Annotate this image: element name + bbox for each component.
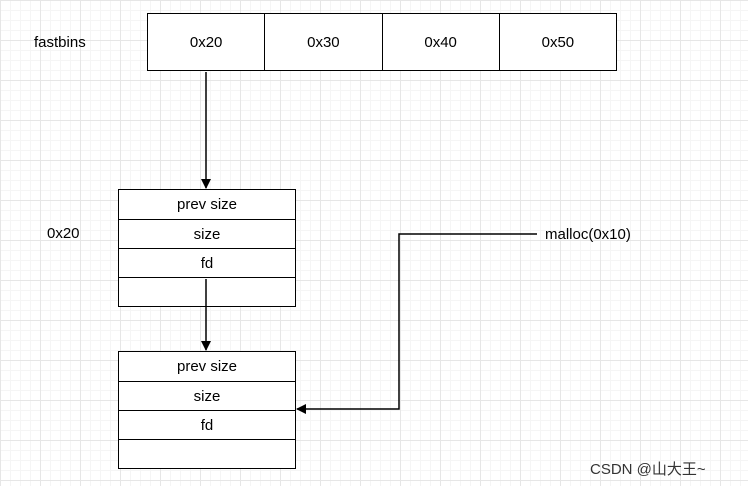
chunk-1-prev-size: prev size xyxy=(176,196,238,213)
bin-0x40: 0x40 xyxy=(381,14,499,70)
malloc-label: malloc(0x10) xyxy=(545,226,631,243)
chunk-1: prev size size fd xyxy=(118,189,296,307)
bin-0x30: 0x30 xyxy=(264,14,381,70)
fastbins-label: fastbins xyxy=(34,34,86,51)
watermark: CSDN @山大王~ xyxy=(590,461,706,478)
chunk-2-size: size xyxy=(119,381,295,410)
chunk-2: prev size size fd xyxy=(118,351,296,469)
chunk-1-fd: fd xyxy=(119,248,295,277)
chunk-2-data xyxy=(119,439,295,468)
bin-0x20: 0x20 xyxy=(189,33,223,51)
chunk-1-data xyxy=(119,277,295,306)
bin-0x50: 0x50 xyxy=(498,14,616,70)
chunk-1-size: size xyxy=(119,219,295,248)
chunk-size-label: 0x20 xyxy=(47,225,80,242)
chunk-2-fd: fd xyxy=(119,410,295,439)
fastbins-array: 0x20 0x30 0x40 0x50 xyxy=(147,13,617,71)
arrow-malloc-to-chunk-2 xyxy=(296,233,537,414)
chunk-2-prev-size: prev size xyxy=(176,358,238,375)
